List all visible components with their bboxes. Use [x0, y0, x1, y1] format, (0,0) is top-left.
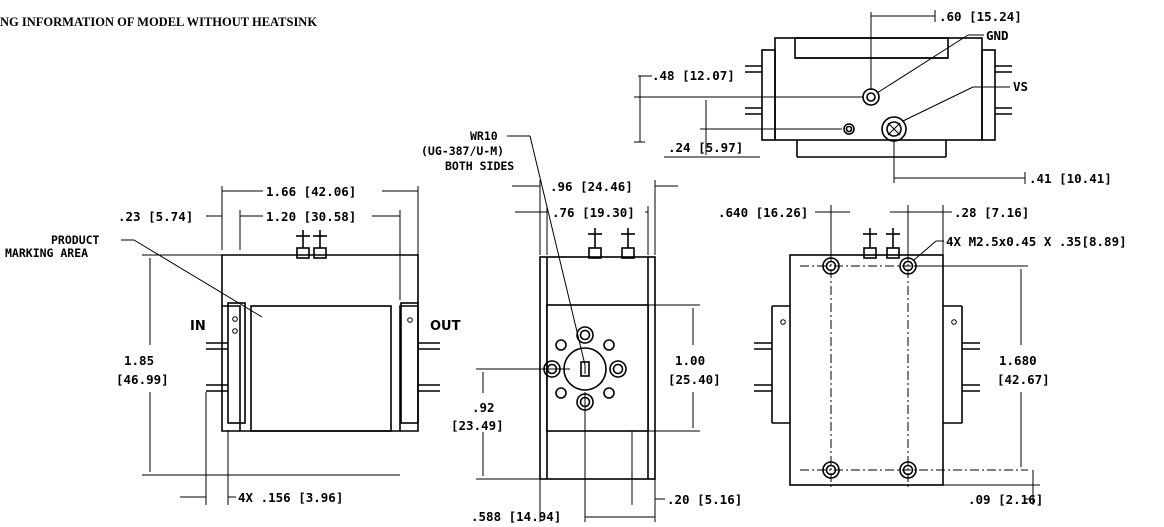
dim-marking-width: 1.20 [30.58]: [266, 209, 356, 224]
back-view: .640 [16.26] .28 [7.16] 4X M2.5x0.45 X .…: [718, 205, 1127, 507]
dim-side-width: .96 [24.46]: [550, 179, 633, 194]
dim-hole-spacing-mm: [42.67]: [997, 372, 1050, 387]
thread-hole: [822, 461, 840, 479]
dim-center-height-mm: [23.49]: [451, 418, 504, 433]
wr10-label-3: BOTH SIDES: [445, 159, 514, 173]
wr10-flange: [546, 304, 649, 432]
dim-hole-x: .640 [16.26]: [718, 205, 808, 220]
top-view: .60 [15.24] GND VS .48 [12.07] .24 [5.97…: [634, 9, 1112, 186]
thread-hole: [899, 461, 917, 479]
out-flange: [400, 302, 419, 424]
thread-hole: [822, 257, 840, 275]
wr10-label-2: (UG-387/U-M): [421, 144, 504, 158]
dim-side-inner: .76 [19.30]: [552, 205, 635, 220]
dim-height-mm: [46.99]: [116, 372, 169, 387]
product-marking-area: [250, 305, 392, 432]
label-out: OUT: [430, 319, 461, 334]
dim-center-height: .92: [472, 400, 495, 415]
front-view: IN OUT 1.66 [42.06] 1.20 [30.58] .23 [5.…: [5, 184, 461, 505]
dim-holes: 4X .156 [3.96]: [238, 490, 343, 505]
dim-hole-edge: .28 [7.16]: [954, 205, 1029, 220]
dim-thread: 4X M2.5x0.45 X .35[8.89]: [946, 234, 1127, 249]
in-flange: [227, 302, 246, 424]
label-vs: VS: [1013, 79, 1028, 94]
side-body: [539, 256, 656, 480]
dim-height: 1.85: [124, 353, 154, 368]
top-view-body: [774, 37, 983, 141]
dim-center-x: .588 [14.94]: [471, 509, 561, 524]
label-gnd: GND: [986, 28, 1009, 43]
dim-gnd-y: .48 [12.07]: [652, 68, 735, 83]
dim-top-width: .60 [15.24]: [939, 9, 1022, 24]
dim-total-width: 1.66 [42.06]: [266, 184, 356, 199]
dim-hole-bottom: .09 [2.16]: [968, 492, 1043, 507]
gnd-terminal: [862, 88, 880, 106]
dim-flange-height: 1.00: [675, 353, 705, 368]
dim-left-offset: .23 [5.74]: [118, 209, 193, 224]
dim-vs-y: .24 [5.97]: [668, 140, 743, 155]
side-view: WR10 (UG-387/U-M) BOTH SIDES .96 [24.46]…: [421, 129, 742, 524]
drawing-title: NG INFORMATION OF MODEL WITHOUT HEATSINK: [0, 15, 317, 29]
label-marking: PRODUCT: [51, 233, 100, 247]
dim-hole-spacing: 1.680: [999, 353, 1037, 368]
label-in: IN: [190, 319, 206, 334]
wr10-label: WR10: [470, 129, 498, 143]
dim-vs-x: .41 [10.41]: [1029, 171, 1112, 186]
back-body: [789, 254, 944, 486]
label-marking-2: MARKING AREA: [5, 246, 88, 260]
dim-flange-height-mm: [25.40]: [668, 372, 721, 387]
dim-side-offset: .20 [5.16]: [667, 492, 742, 507]
